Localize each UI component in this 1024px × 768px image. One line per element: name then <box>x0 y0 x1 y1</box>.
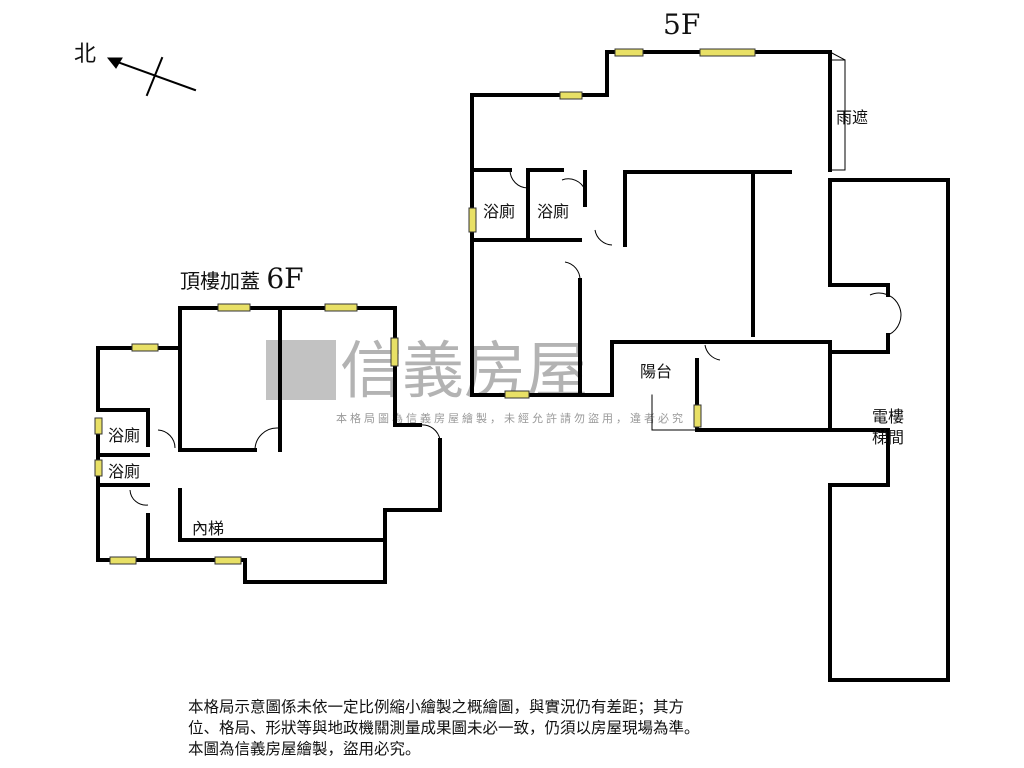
watermark-brand: 信義房屋 <box>340 334 589 407</box>
disclaimer-note: 本格局示意圖係未依一定比例縮小繪製之概繪圖，與實況仍有差距；其方 位、格局、形狀… <box>188 697 838 760</box>
watermark-notice: 本格局圖為信義房屋繪製，未經允許請勿盜用，違者必究 <box>336 412 686 425</box>
canopy-label: 雨遮 <box>836 108 869 127</box>
bath-label: 浴廁 <box>108 462 141 481</box>
elevator-label: 電樓 <box>872 407 905 426</box>
stair-label: 內梯 <box>192 519 225 538</box>
note-line: 本圖為信義房屋繪製，盜用必究。 <box>188 740 421 758</box>
bath-label: 浴廁 <box>108 426 141 445</box>
compass-north-label: 北 <box>74 42 97 67</box>
bath-label: 浴廁 <box>483 202 516 221</box>
floor6-title: 頂樓加蓋 6F <box>180 262 304 295</box>
note-line: 位、格局、形狀等與地政機關測量成果圖未必一致，仍須以房屋現場為準。 <box>188 719 700 737</box>
floor5-title: 5F <box>663 8 701 41</box>
watermark-logo <box>266 340 336 400</box>
compass-arrow-icon <box>110 58 197 92</box>
floor6-title-floor: 6F <box>266 262 304 295</box>
bath-label: 浴廁 <box>537 202 570 221</box>
note-line: 本格局示意圖係未依一定比例縮小繪製之概繪圖，與實況仍有差距；其方 <box>188 698 685 716</box>
balcony-label: 陽台 <box>640 362 673 381</box>
floor6-title-text: 頂樓加蓋 <box>180 269 260 293</box>
elevator-label: 梯間 <box>872 428 905 447</box>
